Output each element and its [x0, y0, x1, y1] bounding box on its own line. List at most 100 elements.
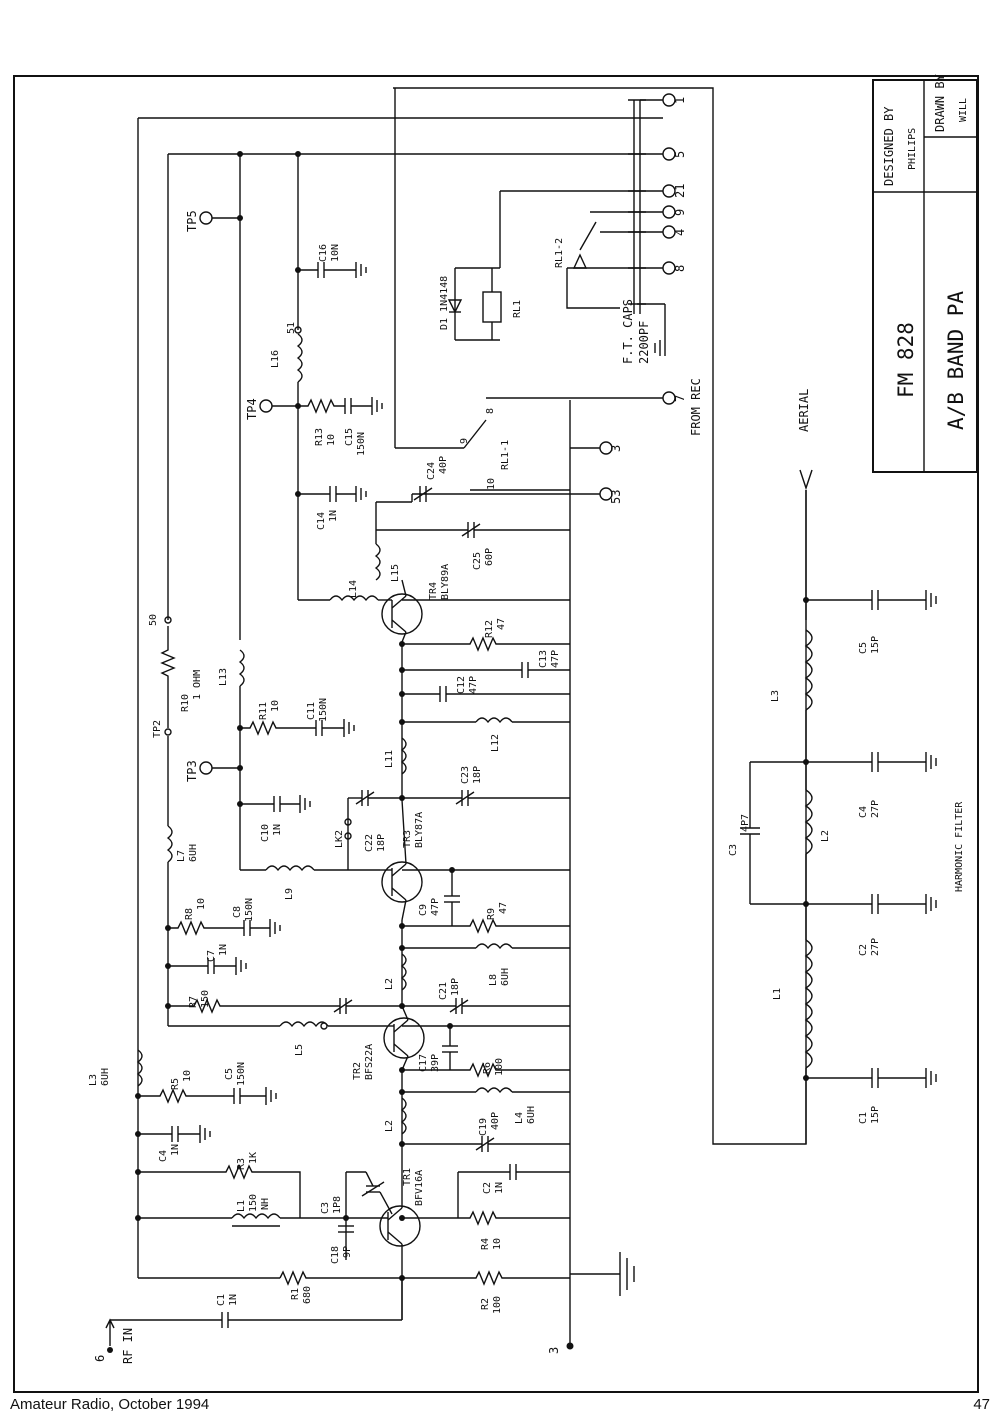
l9-inductor: [265, 865, 315, 872]
aerial-label: AERIAL: [797, 389, 811, 432]
svg-text:R6: R6: [482, 1062, 493, 1074]
r2-resistor: [402, 1270, 570, 1286]
svg-text:C13: C13: [538, 650, 549, 668]
c4-capacitor: [171, 1126, 179, 1142]
svg-text:39P: 39P: [430, 1054, 441, 1072]
harmonic-filter-label: HARMONIC FILTER: [954, 801, 965, 892]
hf-c2-capacitor: [871, 894, 879, 914]
r5-resistor: [138, 1088, 234, 1104]
connector-strip: 1 5 21 9 4 8 F.T. CAPS 2200PF: [400, 93, 687, 364]
svg-text:L5: L5: [294, 1044, 305, 1056]
hf-c1-capacitor: [871, 1068, 879, 1088]
drawn-by-label: DRAWN BY: [933, 73, 947, 132]
hf-c5-capacitor: [871, 590, 879, 610]
svg-text:51: 51: [286, 322, 297, 334]
l2-inductor-upper: [400, 953, 407, 991]
svg-text:6UH: 6UH: [526, 1106, 537, 1124]
svg-text:C18: C18: [330, 1246, 341, 1264]
svg-text:47: 47: [496, 618, 507, 630]
r3-resistor: [138, 1164, 301, 1188]
svg-text:R7: R7: [188, 996, 199, 1008]
l7-inductor: [166, 825, 173, 863]
r12-resistor: [402, 636, 570, 652]
svg-text:R3: R3: [236, 1158, 247, 1170]
tp5-testpoint: [199, 211, 213, 225]
c16-capacitor: [317, 262, 325, 278]
hf-l3-inductor: [804, 629, 813, 711]
svg-text:1N: 1N: [494, 1182, 505, 1194]
terminal-53: [599, 487, 613, 501]
svg-text:L1: L1: [772, 988, 783, 1000]
r10-resistor: [160, 626, 176, 728]
svg-text:9: 9: [459, 438, 470, 444]
svg-text:3: 3: [609, 445, 623, 452]
c1-capacitor: [221, 1312, 229, 1328]
svg-text:1N: 1N: [228, 1294, 239, 1306]
svg-text:L2: L2: [820, 830, 831, 842]
d1-label: D1 1N4148: [439, 276, 450, 330]
svg-text:C4: C4: [858, 806, 869, 818]
svg-text:1: 1: [673, 97, 687, 104]
c10-capacitor: [273, 796, 281, 812]
svg-text:10: 10: [182, 1070, 193, 1082]
svg-text:6: 6: [93, 1355, 107, 1362]
svg-text:C1: C1: [216, 1294, 227, 1306]
svg-text:R9: R9: [486, 908, 497, 920]
svg-text:1P8: 1P8: [332, 1196, 343, 1214]
svg-text:C11: C11: [306, 702, 317, 720]
svg-text:10N: 10N: [330, 244, 341, 262]
svg-text:9P: 9P: [342, 1246, 353, 1258]
svg-text:C2: C2: [482, 1182, 493, 1194]
svg-text:L9: L9: [284, 888, 295, 900]
designed-by-value: PHILIPS: [907, 128, 918, 170]
svg-text:47P: 47P: [430, 898, 441, 916]
svg-text:18P: 18P: [376, 834, 387, 852]
c18-capacitor: [338, 1225, 354, 1233]
svg-text:L11: L11: [384, 750, 395, 768]
svg-text:C7: C7: [206, 950, 217, 962]
terminal-7: [662, 391, 676, 405]
relay-rl1: D1 1N4148 RL1 RL1-2: [439, 191, 620, 341]
rf-in-label: RF IN: [121, 1328, 135, 1364]
svg-text:4P7: 4P7: [740, 814, 751, 832]
tr4-transistor: TR4 BLY89A: [378, 564, 451, 643]
svg-text:10: 10: [270, 700, 281, 712]
svg-text:C5: C5: [224, 1068, 235, 1080]
svg-text:R11: R11: [258, 702, 269, 720]
l5-inductor: [279, 1021, 329, 1028]
svg-text:NH: NH: [260, 1198, 271, 1210]
rl1-2-label: RL1-2: [554, 238, 565, 268]
svg-text:4: 4: [673, 229, 687, 236]
svg-text:150N: 150N: [318, 698, 329, 722]
svg-text:50: 50: [148, 614, 159, 626]
svg-text:R2: R2: [480, 1298, 491, 1310]
l3-inductor: [136, 1049, 143, 1087]
svg-text:C16: C16: [318, 244, 329, 262]
svg-text:RL1-1: RL1-1: [500, 440, 511, 470]
svg-text:C9: C9: [418, 904, 429, 916]
svg-text:60P: 60P: [484, 548, 495, 566]
svg-text:1N: 1N: [170, 1144, 181, 1156]
c9-capacitor: [444, 895, 460, 903]
hf-l1-inductor: [804, 939, 813, 1069]
svg-text:C25: C25: [472, 552, 483, 570]
c13-capacitor: [521, 662, 529, 678]
svg-text:27P: 27P: [870, 938, 881, 956]
svg-text:15P: 15P: [870, 636, 881, 654]
r7-resistor: [168, 998, 340, 1014]
svg-text:TR2: TR2: [352, 1062, 363, 1080]
svg-text:BFV16A: BFV16A: [414, 1170, 425, 1206]
hf-c4-capacitor: [871, 752, 879, 772]
svg-text:TR3: TR3: [402, 830, 413, 848]
tr3-transistor: TR3 BLY87A: [380, 799, 425, 921]
svg-text:R4: R4: [480, 1238, 491, 1250]
svg-text:7: 7: [673, 395, 687, 402]
r6-resistor: [402, 1062, 570, 1078]
svg-text:C17: C17: [418, 1054, 429, 1072]
tr2-transistor: TR2 BFS22A: [352, 1005, 425, 1080]
svg-text:6UH: 6UH: [188, 844, 199, 862]
svg-text:8: 8: [485, 408, 496, 414]
svg-text:10: 10: [486, 478, 497, 490]
svg-text:TP5: TP5: [185, 210, 199, 232]
svg-text:18P: 18P: [450, 978, 461, 996]
